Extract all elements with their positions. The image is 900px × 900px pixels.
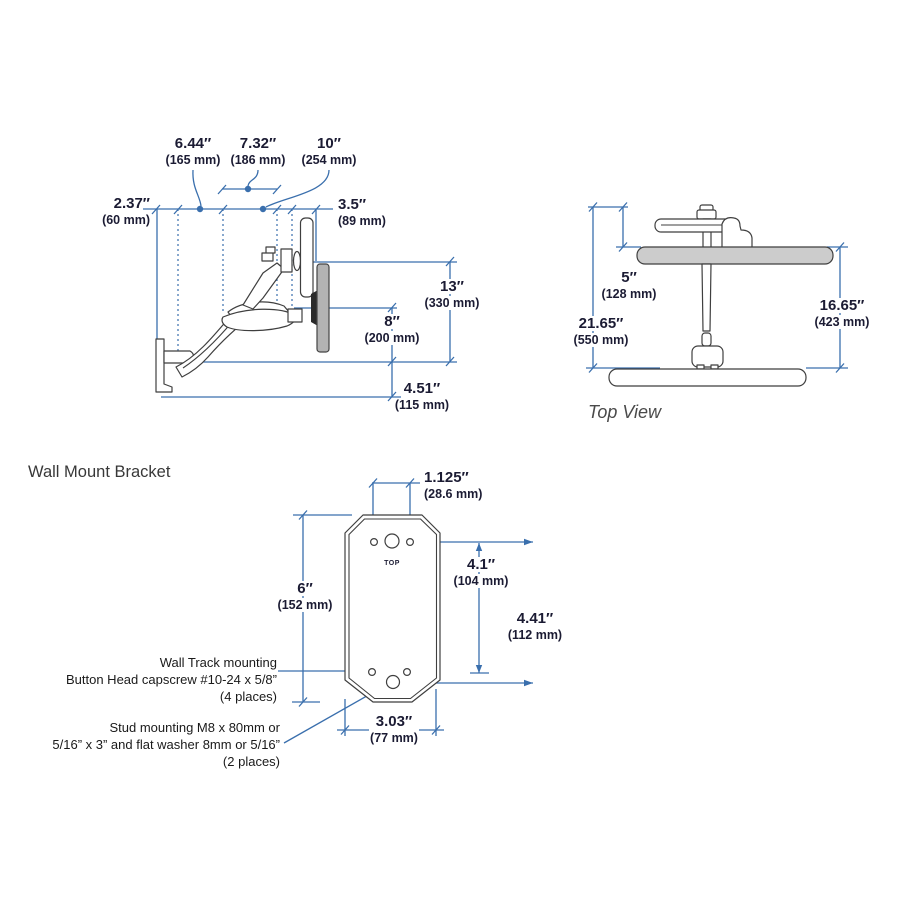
monitor-clamp <box>311 290 318 326</box>
dim-10: 10″ (254 mm) <box>301 135 357 167</box>
dim-732: 7.32″ (186 mm) <box>230 135 286 167</box>
top-view-monitor-bar <box>636 246 834 265</box>
dim-35: 3.5″ (89 mm) <box>338 196 386 228</box>
side-view-arm-drawing <box>155 217 330 393</box>
bracket-hole-bottom-left <box>368 667 377 676</box>
bracket-title: Wall Mount Bracket <box>28 463 171 481</box>
dim-1665: 16.65″ (423 mm) <box>812 297 872 329</box>
dim-237: 2.37″ (60 mm) <box>102 195 150 227</box>
bracket-hole-top-center <box>384 533 400 549</box>
stud-mounting-note: Stud mounting M8 x 80mm or 5/16” x 3” an… <box>52 720 280 769</box>
wall-bracket-profile <box>155 338 173 393</box>
monitor-panel <box>299 217 314 298</box>
dim-13: 13″ (330 mm) <box>422 278 482 310</box>
monitor-hub <box>292 250 302 272</box>
dim-41: 4.1″ (104 mm) <box>451 556 511 588</box>
wall-track-note: Wall Track mounting Button Head capscrew… <box>65 655 277 704</box>
dim-451: 4.51″ (115 mm) <box>394 380 450 412</box>
vesa-plate <box>316 263 330 353</box>
elbow-lower <box>221 308 297 332</box>
dim-441: 4.41″ (112 mm) <box>507 610 563 642</box>
top-view-drawing <box>608 204 834 387</box>
dim-6: 6″ (152 mm) <box>275 580 335 612</box>
dim-1125: 1.125″ (28.6 mm) <box>424 469 483 501</box>
side-view-dimension-lines <box>143 169 457 402</box>
bracket-plate-outer <box>344 514 441 703</box>
elbow-pivot-block <box>287 308 303 323</box>
top-view-caption: Top View <box>588 402 662 422</box>
bracket-plate-inner <box>348 518 438 700</box>
top-view-stem-lower <box>701 263 712 332</box>
dim-8: 8″ (200 mm) <box>362 313 422 345</box>
bracket-hole-bottom-center <box>385 674 401 690</box>
bracket-top-label: TOP <box>384 560 400 567</box>
dim-2165: 21.65″ (550 mm) <box>571 315 631 347</box>
bracket-hole-top-left <box>370 537 379 546</box>
top-view-dimension-lines <box>586 202 848 373</box>
dim-303: 3.03″ (77 mm) <box>368 713 420 745</box>
bracket-hole-bottom-right <box>403 667 412 676</box>
top-view-tray <box>608 368 807 387</box>
bracket-hole-top-right <box>406 537 415 546</box>
bracket-drawing <box>344 514 441 703</box>
top-view-base-knob <box>691 345 724 368</box>
dim-644: 6.44″ (165 mm) <box>165 135 221 167</box>
dim-5: 5″ (128 mm) <box>601 269 657 301</box>
